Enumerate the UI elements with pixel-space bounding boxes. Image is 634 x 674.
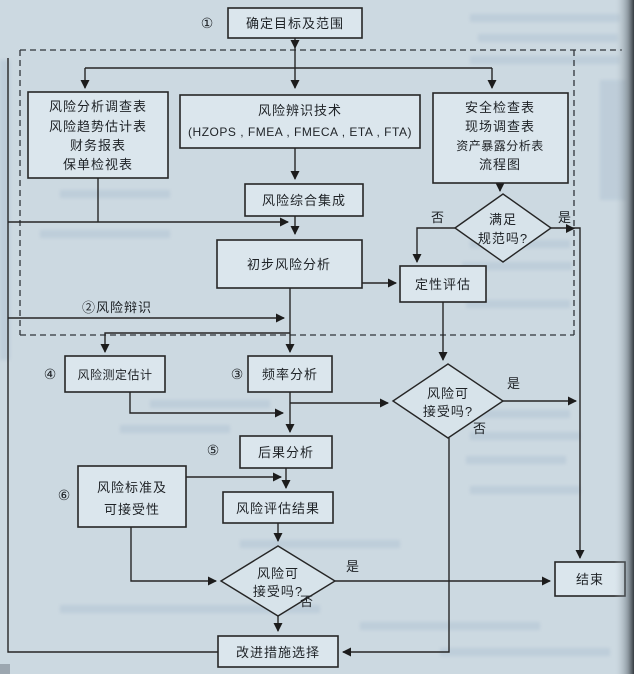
book-edge-shadow <box>614 0 634 674</box>
node-risk-tables-left: 风险分析调查表 风险趋势估计表 财务报表 保单检视表 <box>27 91 169 179</box>
phase-2-identification-label: ②风险辩识 <box>82 300 152 315</box>
step-number-4: ④ <box>44 366 57 382</box>
arrowhead-spec-yes <box>566 224 575 233</box>
label-no: 否 <box>431 210 445 225</box>
ident-tech-line: (HZOPS , FMEA , FMECA , ETA , FTA) <box>188 125 412 139</box>
ident-tech-line: 风险辨识技术 <box>258 103 342 118</box>
label-no: 否 <box>473 421 487 436</box>
bleed-through-smudges <box>0 14 626 656</box>
right-tables-line: 安全检查表 <box>465 100 535 115</box>
right-tables-line: 资产暴露分析表 <box>456 139 544 153</box>
node-risk-criteria: 风险标准及 可接受性 ⑥ <box>58 465 187 528</box>
decision-spec-line: 满足 <box>489 212 517 227</box>
node-end-label: 结束 <box>576 572 604 587</box>
connector-spec-yes-rail <box>551 227 585 559</box>
label-no: 否 <box>300 594 314 609</box>
connector-improve-feedback-rail <box>7 58 218 653</box>
decision-accept-line: 接受吗? <box>253 584 303 599</box>
node-determine-goal: 确定目标及范围 ① <box>201 7 363 39</box>
node-risk-integration-label: 风险综合集成 <box>262 193 346 208</box>
decision-accept-line: 风险可 <box>427 386 469 401</box>
phase-dashed-boundary <box>19 49 622 336</box>
node-safety-tables-right: 安全检查表 现场调查表 资产暴露分析表 流程图 <box>432 92 569 184</box>
left-tables-line: 财务报表 <box>70 138 126 153</box>
label-yes: 是 <box>346 559 360 574</box>
node-assessment-result-label: 风险评估结果 <box>236 501 320 516</box>
node-end: 结束 <box>554 561 626 597</box>
step-number-1: ① <box>201 15 214 31</box>
connector-accept-no-improve <box>342 438 450 657</box>
node-preliminary-analysis: 初步风险分析 <box>216 239 363 289</box>
node-frequency-analysis-label: 频率分析 <box>262 367 318 382</box>
connectors <box>7 38 585 657</box>
node-risk-criteria-line: 风险标准及 <box>97 480 167 495</box>
left-tables-line: 保单检视表 <box>63 157 133 172</box>
node-improvement-selection: 改进措施选择 <box>217 635 339 668</box>
node-risk-integration: 风险综合集成 <box>244 183 364 217</box>
left-tables-line: 风险分析调查表 <box>49 99 147 114</box>
node-preliminary-analysis-label: 初步风险分析 <box>247 257 331 272</box>
decision-accept-line: 接受吗? <box>423 404 473 419</box>
decision-diamonds: 满足 规范吗? 否 是 风险可 接受吗? 是 否 风险可 接受吗? 是 否 <box>219 193 572 617</box>
decision-accept-line: 风险可 <box>257 566 299 581</box>
node-qualitative-evaluation-label: 定性评估 <box>415 277 471 292</box>
node-frequency-analysis: 频率分析 ③ <box>231 355 333 393</box>
node-risk-criteria-line: 可接受性 <box>104 502 160 517</box>
node-risk-measurement: 风险测定估计 ④ <box>44 355 166 393</box>
label-yes: 是 <box>558 210 572 225</box>
node-identification-techniques: 风险辨识技术 (HZOPS , FMEA , FMECA , ETA , FTA… <box>179 94 421 149</box>
step-number-6: ⑥ <box>58 487 71 503</box>
step-number-5: ⑤ <box>207 442 220 458</box>
decision-risk-acceptable-bottom: 风险可 接受吗? 是 否 <box>219 545 360 617</box>
decision-meets-specification: 满足 规范吗? 否 是 <box>431 193 572 263</box>
flowchart-nodes: 确定目标及范围 ① 风险分析调查表 风险趋势估计表 财务报表 保单检视表 风险辨… <box>27 7 626 668</box>
decision-risk-acceptable-mid: 风险可 接受吗? 是 否 <box>391 363 521 439</box>
node-assessment-result: 风险评估结果 <box>222 491 334 524</box>
label-yes: 是 <box>507 376 521 391</box>
node-consequence-analysis-label: 后果分析 <box>258 445 314 460</box>
right-tables-line: 流程图 <box>479 157 521 172</box>
corner-smudge <box>0 664 10 674</box>
decision-spec-line: 规范吗? <box>478 231 528 246</box>
connector-measure-merge <box>129 392 284 418</box>
node-determine-goal-label: 确定目标及范围 <box>246 16 344 31</box>
node-risk-measurement-label: 风险测定估计 <box>77 367 152 382</box>
connector-spec-no <box>412 227 455 263</box>
connector-branch-measure <box>100 332 290 353</box>
node-improvement-selection-label: 改进措施选择 <box>236 645 320 660</box>
node-consequence-analysis: 后果分析 ⑤ <box>207 435 333 469</box>
connector-criteria-accept2 <box>130 527 217 586</box>
node-qualitative-evaluation: 定性评估 <box>399 265 487 303</box>
step-number-3: ③ <box>231 366 244 382</box>
right-tables-line: 现场调查表 <box>465 119 535 134</box>
left-tables-line: 风险趋势估计表 <box>49 119 147 134</box>
